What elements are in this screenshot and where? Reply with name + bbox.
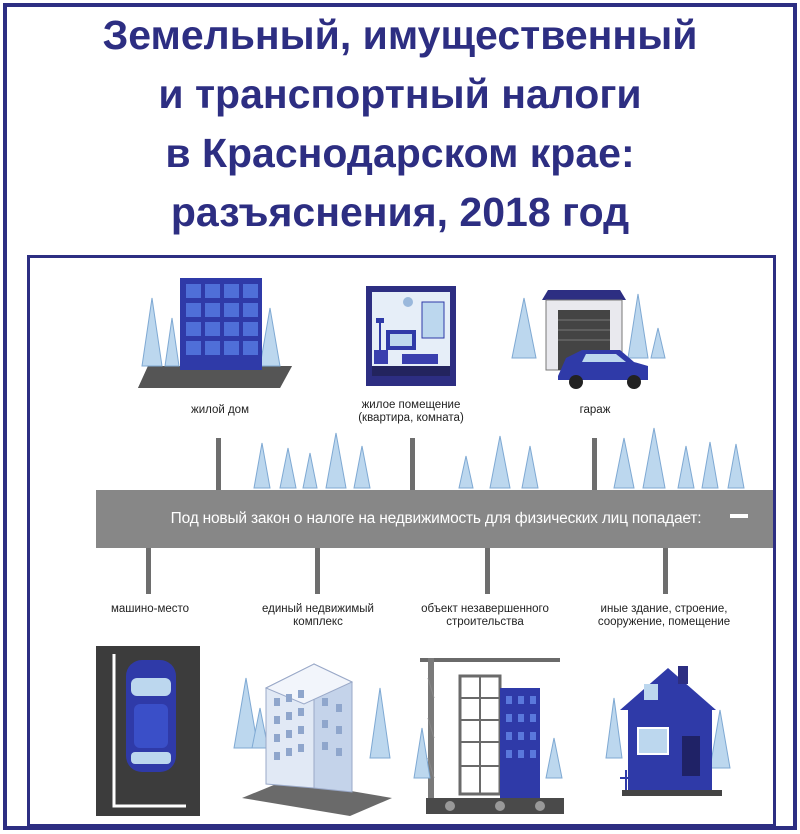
connector-bottom-1 bbox=[146, 548, 151, 594]
bar-tick-mark bbox=[730, 514, 748, 518]
label-other-buildings: иные здание, строение, сооружение, помещ… bbox=[597, 603, 731, 628]
label-residential-house: жилой дом bbox=[191, 404, 249, 416]
connector-bottom-4 bbox=[663, 548, 668, 594]
info-bar: Под новый закон о налоге на недвижимость… bbox=[96, 490, 773, 548]
label-property-complex: единый недвижимый комплекс bbox=[262, 603, 374, 628]
parking-space-car-icon bbox=[96, 646, 200, 816]
label-living-space: жилое помещение (квартира, комната) bbox=[358, 399, 464, 424]
connector-bottom-3 bbox=[485, 548, 490, 594]
title-line-3: в Краснодарском крае: bbox=[165, 130, 635, 176]
apartment-building-icon bbox=[138, 278, 292, 388]
infographic-panel: Под новый закон о налоге на недвижимость… bbox=[27, 255, 776, 827]
label-parking-space: машино-место bbox=[110, 603, 190, 615]
page-title: Земельный, имущественный и транспортный … bbox=[0, 6, 800, 242]
title-line-4: разъяснения, 2018 год bbox=[170, 189, 630, 235]
tree-row-decoration bbox=[253, 427, 745, 489]
garage-car-icon bbox=[511, 290, 666, 389]
construction-crane-icon bbox=[413, 658, 564, 814]
title-line-2: и транспортный налоги bbox=[158, 71, 642, 117]
connector-bottom-2 bbox=[315, 548, 320, 594]
info-bar-text: Под новый закон о налоге на недвижимость… bbox=[170, 510, 702, 527]
connector-top-3 bbox=[592, 438, 597, 491]
building-complex-icon bbox=[233, 663, 392, 816]
living-room-icon bbox=[366, 286, 456, 386]
label-garage: гараж bbox=[579, 404, 611, 416]
connector-top-2 bbox=[410, 438, 415, 491]
label-unfinished-construction: объект незавершенного строительства bbox=[421, 603, 549, 628]
title-line-1: Земельный, имущественный bbox=[102, 12, 698, 58]
connector-top-1 bbox=[216, 438, 221, 491]
house-icon bbox=[605, 666, 731, 796]
